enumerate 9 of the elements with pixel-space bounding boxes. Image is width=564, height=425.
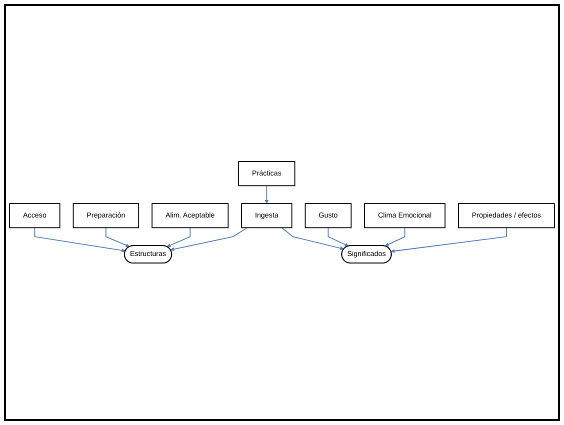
arrow [281,227,344,250]
arrow [106,227,130,248]
arrow [384,227,406,247]
arrow [166,227,191,248]
arrow [170,227,248,252]
arrow [390,227,507,254]
arrow [34,227,126,253]
arrow [264,185,269,204]
arrow [328,227,349,247]
